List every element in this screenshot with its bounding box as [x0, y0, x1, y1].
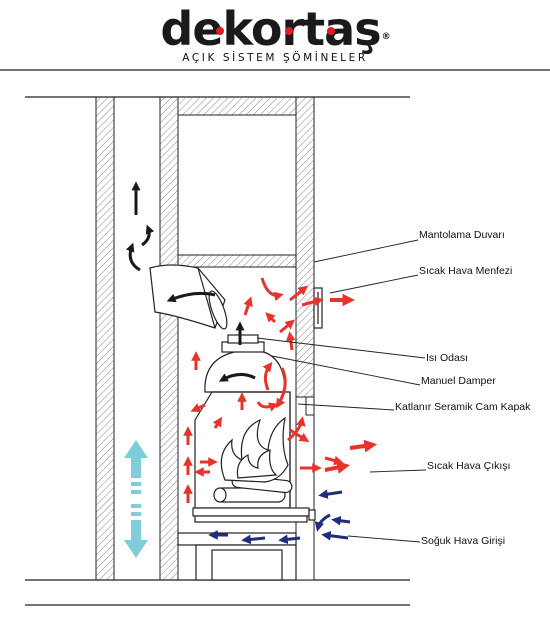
room-air-arrows [124, 440, 148, 558]
label-sicak-hava-cikisi: Sıcak Hava Çıkışı [427, 460, 510, 472]
label-katlanir-cam-kapak: Katlanır Seramik Cam Kapak [395, 401, 531, 413]
brand-tagline: AÇIK SİSTEM ŞÖMİNELER [182, 52, 368, 64]
label-soguk-hava-girisi: Soğuk Hava Girişi [421, 535, 505, 547]
label-isi-odasi: Isı Odası [426, 352, 468, 364]
hot-air-arrows [183, 277, 378, 503]
flue-pipe [149, 264, 228, 330]
firebox [192, 391, 316, 523]
registered-mark: ® [381, 32, 391, 42]
hearth [177, 532, 297, 581]
heat-chamber [204, 334, 286, 393]
diagram-labels: Mantolama Duvarı Sıcak Hava Menfezi Isı … [395, 229, 531, 547]
flames [220, 416, 289, 483]
logo-dots [216, 27, 335, 35]
hot-air-vent [313, 287, 323, 329]
chimney-walls [95, 96, 179, 581]
flue-gas-arrows [125, 181, 256, 382]
mantle-wall [177, 96, 315, 581]
label-sicak-hava-menfezi: Sıcak Hava Menfezi [419, 265, 512, 277]
cold-air-arrows [208, 489, 351, 545]
leader-lines [256, 239, 427, 543]
brand-name: dekortaş [160, 2, 381, 56]
brand-logo: dekortaş® AÇIK SİSTEM ŞÖMİNELER [0, 4, 550, 64]
label-manuel-damper: Manuel Damper [421, 375, 496, 387]
label-mantolama-duvari: Mantolama Duvarı [419, 229, 505, 241]
